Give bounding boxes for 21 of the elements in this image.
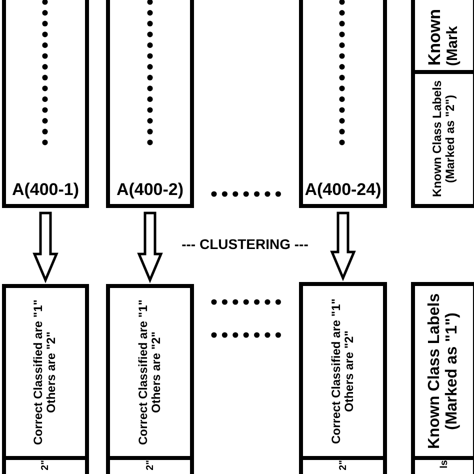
node-label: A(400-24): [304, 180, 382, 200]
rectangle-box: [2, 0, 89, 208]
annotation-text: --- CLUSTERING ---: [180, 236, 310, 252]
block-arrow: [32, 212, 58, 284]
node-label: 2": [338, 460, 348, 470]
node-label: Correct Classified are "1" Others are "2": [136, 298, 164, 447]
node-label: Known Class Labels (Marked as "1"): [426, 292, 462, 451]
rectangle-box: [106, 0, 194, 208]
node-label: 2": [40, 460, 51, 470]
block-arrow: [137, 212, 163, 284]
rectangle-box: [299, 0, 387, 208]
node-label: A(400-2): [116, 180, 184, 200]
node-label: ls: [438, 460, 450, 468]
node-label: Correct Classified are "1" Others are "2": [32, 298, 59, 447]
node-label: Correct Classified are "1" Others are "2": [330, 297, 356, 446]
node-label: (Mark: [445, 26, 462, 66]
node-label: 2": [144, 460, 156, 470]
node-label: Known Class Labels (Marked as "2"): [430, 80, 458, 200]
node-label: A(400-1): [12, 180, 80, 200]
node-label: Known: [426, 9, 446, 66]
block-arrow: [330, 212, 356, 282]
